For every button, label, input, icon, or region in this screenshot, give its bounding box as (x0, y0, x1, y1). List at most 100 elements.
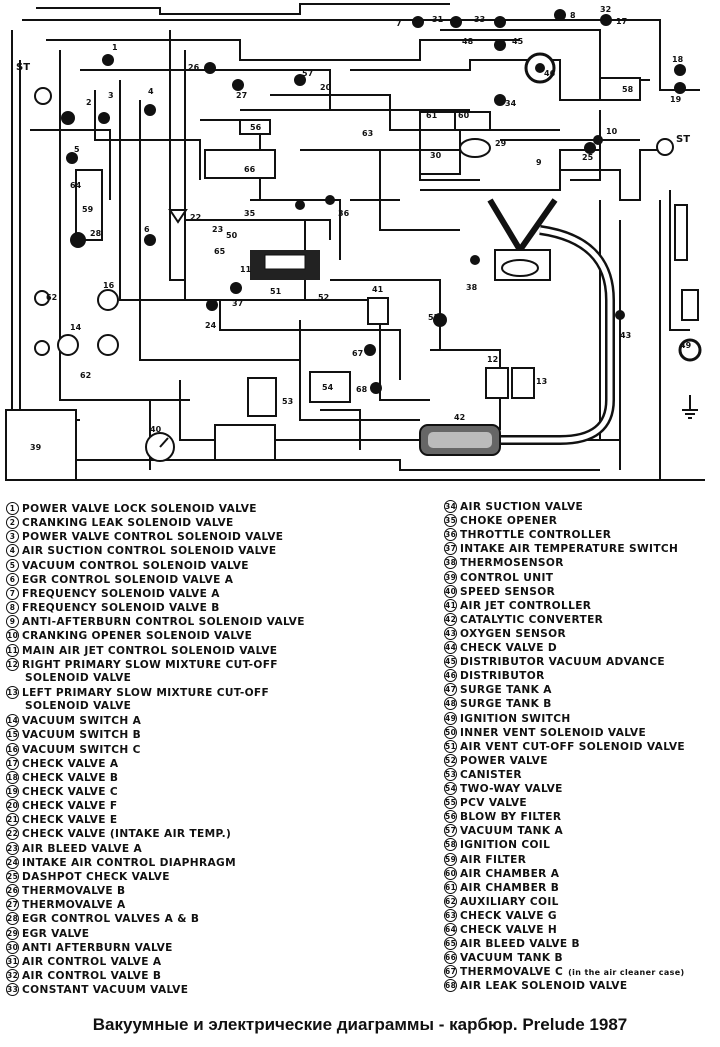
legend-note: (in the air cleaner case) (568, 968, 685, 978)
legend-number: 19 (6, 785, 19, 798)
legend-label: CATALYTIC CONVERTER (460, 613, 604, 626)
svg-text:22: 22 (190, 213, 201, 222)
svg-text:29: 29 (495, 139, 507, 148)
legend-label: CHECK VALVE G (460, 909, 557, 922)
caption: Вакуумные и электрические диаграммы - ка… (92, 1015, 628, 1034)
svg-text:43: 43 (620, 331, 631, 340)
legend-item: SOLENOID VALVE (6, 700, 131, 713)
legend-label: CHECK VALVE D (460, 642, 557, 654)
legend-number: 48 (444, 697, 457, 711)
svg-text:16: 16 (103, 281, 115, 290)
vacuum-electrical-diagram: ST ST 1 2 3 4 5 6 7 8 9 10 11 12 13 14 1… (0, 0, 720, 492)
legend-label: AIR BLEED VALVE B (460, 938, 580, 951)
legend-number: 36 (444, 528, 457, 542)
legend-label: AUXILIARY COIL (460, 895, 559, 908)
svg-text:1: 1 (112, 43, 118, 52)
legend-number: 7 (6, 586, 19, 600)
legend-label: CHECK VALVE H (460, 924, 558, 936)
legend-number: 53 (444, 767, 457, 781)
legend-number: 34 (444, 500, 457, 513)
legend-number: 60 (444, 866, 457, 880)
svg-text:58: 58 (622, 85, 634, 94)
legend-label: BLOW BY FILTER (460, 811, 562, 824)
svg-text:34: 34 (505, 99, 517, 108)
legend-number: 17 (6, 756, 19, 770)
legend-number: 2 (6, 516, 19, 530)
legend-number: 5 (6, 558, 19, 572)
svg-text:48: 48 (462, 37, 474, 46)
legend-number: 38 (444, 556, 457, 570)
svg-text:26: 26 (188, 63, 200, 72)
legend-number: 47 (444, 683, 457, 697)
svg-text:33: 33 (474, 15, 485, 24)
svg-text:65: 65 (214, 247, 226, 256)
legend-label: CHECK VALVE B (22, 771, 119, 784)
legend-label: EGR CONTROL VALVES A & B (22, 913, 200, 926)
legend-label: AIR SUCTION CONTROL SOLENOID VALVE (22, 545, 277, 558)
svg-text:62: 62 (46, 293, 57, 302)
svg-text:19: 19 (670, 95, 682, 104)
air-jet-controller (367, 297, 389, 325)
svg-text:3: 3 (108, 91, 114, 100)
svg-text:37: 37 (232, 299, 243, 308)
legend-number: 61 (444, 880, 457, 894)
svg-text:60: 60 (458, 111, 470, 120)
svg-text:11: 11 (240, 265, 252, 274)
legend-number: 3 (6, 530, 19, 544)
legend-number: 18 (6, 770, 19, 784)
svg-text:2: 2 (86, 98, 92, 107)
legend-number: 63 (444, 908, 457, 922)
svg-text:6: 6 (144, 225, 150, 234)
svg-text:46: 46 (544, 69, 556, 78)
svg-text:9: 9 (536, 158, 542, 167)
svg-text:8: 8 (570, 11, 576, 20)
legend-label: POWER VALVE CONTROL SOLENOID VALVE (22, 531, 284, 544)
legend-number: 40 (444, 584, 457, 598)
svg-text:27: 27 (236, 91, 247, 100)
air-filter (75, 169, 103, 241)
legend-number: 45 (444, 655, 457, 669)
legend-label: FREQUENCY SOLENOID VALVE A (22, 587, 220, 600)
legend-number: 16 (6, 742, 19, 756)
legend-number: 49 (444, 711, 457, 725)
legend-label: MAIN AIR JET CONTROL SOLENOID VALVE (22, 644, 278, 657)
legend-number: 4 (6, 544, 19, 558)
two-way-valve (309, 371, 351, 403)
legend-number: 46 (444, 669, 457, 683)
legend-number: 56 (444, 810, 457, 824)
legend-number: 52 (444, 753, 457, 767)
callout-st-right: ST (676, 134, 690, 145)
svg-text:38: 38 (466, 283, 478, 292)
svg-text:32: 32 (600, 5, 611, 14)
legend-label: CHECK VALVE F (22, 800, 118, 813)
legend-number: 6 (6, 572, 19, 586)
legend-label: OXYGEN SENSOR (460, 627, 567, 640)
legend-label: AIR CHAMBER B (460, 881, 560, 894)
legend-number: 28 (6, 912, 19, 926)
legend-label: PCV VALVE (460, 797, 527, 810)
